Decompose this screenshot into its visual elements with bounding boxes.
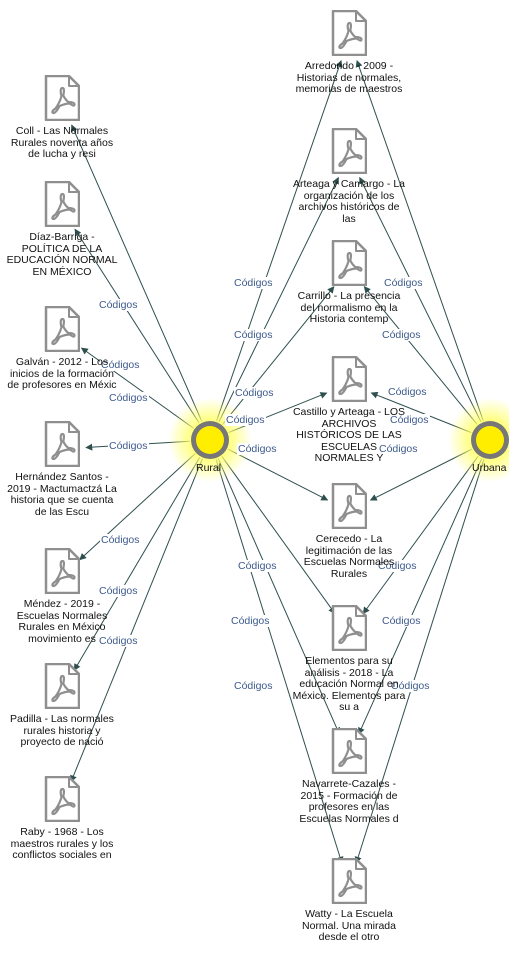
- edge-label: Códigos: [377, 560, 418, 572]
- edge-urbana-elementos[interactable]: [362, 455, 479, 615]
- edge-rural-padilla[interactable]: [73, 456, 201, 671]
- document-label: Coll - Las Normales Rurales noventa años…: [10, 125, 114, 160]
- edge-label: Códigos: [225, 414, 266, 426]
- edge-label: Códigos: [98, 299, 139, 311]
- edge-label: Códigos: [100, 359, 141, 371]
- code-label-urbana: Urbana: [472, 462, 507, 474]
- document-label: Elementos para su análisis - 2018 - La e…: [292, 655, 406, 713]
- edge-label: Códigos: [98, 635, 139, 647]
- edge-label: Códigos: [233, 329, 274, 341]
- edge-label: Códigos: [378, 443, 419, 455]
- document-label: Hernández Santos - 2019 - Mactumactzá La…: [7, 471, 117, 518]
- edge-label: Códigos: [108, 440, 149, 452]
- edge-rural-arteaga[interactable]: [218, 176, 339, 423]
- edge-label: Códigos: [383, 277, 424, 289]
- pdf-document-icon: [44, 180, 81, 228]
- edge-rural-raby[interactable]: [70, 458, 203, 783]
- code-node-urbana[interactable]: [448, 398, 509, 482]
- edge-label: Códigos: [230, 615, 271, 627]
- code-label-rural: Rural: [196, 462, 222, 474]
- edge-layer: [70, 59, 485, 864]
- pdf-document-icon: [44, 305, 81, 353]
- edge-urbana-arteaga[interactable]: [359, 176, 482, 423]
- document-label: Watty - La Escuela Normal. Una mirada de…: [302, 908, 396, 943]
- document-label: Arteaga y Camargo - La organización de l…: [292, 178, 406, 225]
- pdf-document-icon: [331, 482, 368, 530]
- document-label: Raby - 1968 - Los maestros rurales y los…: [10, 826, 114, 861]
- document-label: Castillo y Arteaga - LOS ARCHIVOS HISTÓR…: [292, 406, 406, 464]
- edge-rural-watty[interactable]: [215, 458, 344, 864]
- pdf-document-icon: [331, 604, 368, 652]
- document-label: Navarrete-Cazales - 2015 - Formación de …: [299, 778, 399, 825]
- document-label: Arredondo - 2009 - Historias de normales…: [295, 60, 403, 95]
- pdf-document-icon: [331, 727, 368, 775]
- edge-label: Códigos: [98, 585, 139, 597]
- pdf-document-icon: [331, 9, 368, 57]
- edge-label: Códigos: [387, 386, 428, 398]
- edge-rural-arredondo[interactable]: [216, 60, 343, 422]
- edge-label: Códigos: [389, 414, 430, 426]
- edge-label: Códigos: [237, 443, 278, 455]
- edge-rural-mendez[interactable]: [79, 453, 196, 561]
- pdf-document-icon: [44, 547, 81, 595]
- edge-label: Códigos: [381, 615, 422, 627]
- edge-label: Códigos: [390, 680, 431, 692]
- pdf-document-icon: [44, 74, 81, 122]
- pdf-document-icon: [44, 775, 81, 823]
- edge-rural-coll[interactable]: [70, 124, 203, 422]
- document-label: Méndez - 2019 - Escuelas Normales Rurale…: [16, 598, 108, 645]
- edge-urbana-carrillo[interactable]: [363, 286, 478, 425]
- document-label: Díaz-Barriga - POLÍTICA DE LA EDUCACIÓN …: [6, 231, 118, 278]
- edge-urbana-watty[interactable]: [354, 458, 485, 864]
- document-label: Cerecedo - La legitimación de las Escuel…: [303, 533, 395, 580]
- code-core: [196, 426, 224, 454]
- edge-label: Códigos: [100, 534, 141, 546]
- edge-rural-navarrete[interactable]: [217, 458, 341, 735]
- pdf-document-icon: [331, 127, 368, 175]
- pdf-document-icon: [44, 420, 81, 468]
- edge-rural-diaz[interactable]: [74, 228, 200, 424]
- document-label: Carrillo - La presencia del normalismo e…: [297, 290, 401, 325]
- edge-label: Códigos: [234, 387, 275, 399]
- pdf-document-icon: [44, 662, 81, 710]
- edge-label: Códigos: [381, 329, 422, 341]
- pdf-document-icon: [331, 355, 368, 403]
- document-label: Galván - 2012 - Los inicios de la formac…: [7, 356, 117, 391]
- code-node-layer: [168, 398, 509, 482]
- code-core: [476, 426, 504, 454]
- edge-urbana-arredondo[interactable]: [355, 59, 484, 422]
- pdf-document-icon: [331, 239, 368, 287]
- edge-urbana-navarrete[interactable]: [358, 458, 483, 735]
- edge-label: Códigos: [233, 277, 274, 289]
- pdf-document-icon: [331, 857, 368, 905]
- edge-label: Códigos: [108, 392, 149, 404]
- edge-label: Códigos: [237, 560, 278, 572]
- edge-label: Códigos: [233, 680, 274, 692]
- edge-rural-elementos[interactable]: [221, 455, 336, 615]
- edge-rural-carrillo[interactable]: [222, 286, 335, 425]
- document-label: Padilla - Las normales rurales historia …: [10, 713, 114, 748]
